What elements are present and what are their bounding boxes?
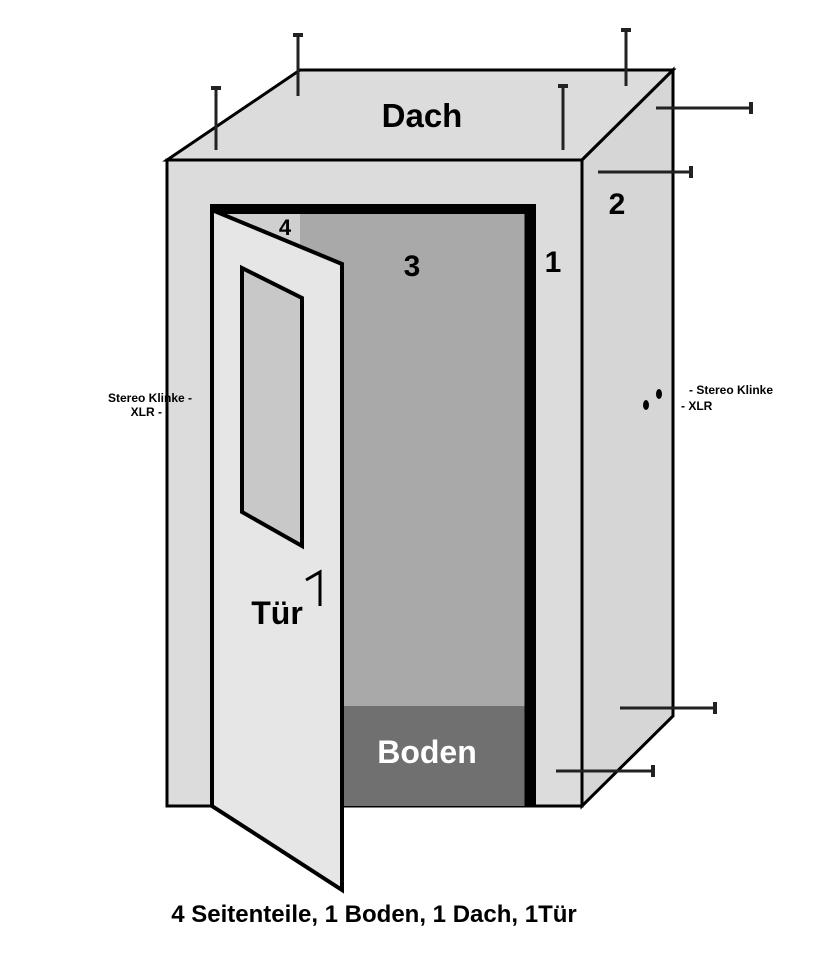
roof-label: Dach bbox=[382, 97, 463, 134]
panel-2-label: 2 bbox=[609, 188, 626, 221]
jack-hole bbox=[656, 389, 662, 399]
screw-heads bbox=[211, 28, 631, 90]
door-window bbox=[240, 264, 304, 550]
panel-4-label: 4 bbox=[279, 215, 292, 240]
floor-label: Boden bbox=[377, 734, 477, 770]
jack-hole bbox=[643, 400, 649, 410]
screw bbox=[214, 30, 628, 150]
side-panel-2 bbox=[580, 66, 675, 810]
screw bbox=[556, 106, 750, 773]
screw-heads bbox=[651, 102, 753, 777]
door-label: Tür bbox=[251, 595, 303, 631]
jack-right-line1: - Stereo Klinke bbox=[689, 383, 773, 397]
panel-1-label: 1 bbox=[545, 246, 562, 279]
jack-right-line2: - XLR bbox=[681, 399, 713, 413]
panel-3-label: 3 bbox=[404, 250, 421, 283]
jack-left-line2: XLR - bbox=[131, 405, 162, 419]
door-handle bbox=[305, 569, 322, 606]
caption: 4 Seitenteile, 1 Boden, 1 Dach, 1Tür bbox=[171, 901, 576, 928]
jack-left-line1: Stereo Klinke - bbox=[108, 391, 192, 405]
